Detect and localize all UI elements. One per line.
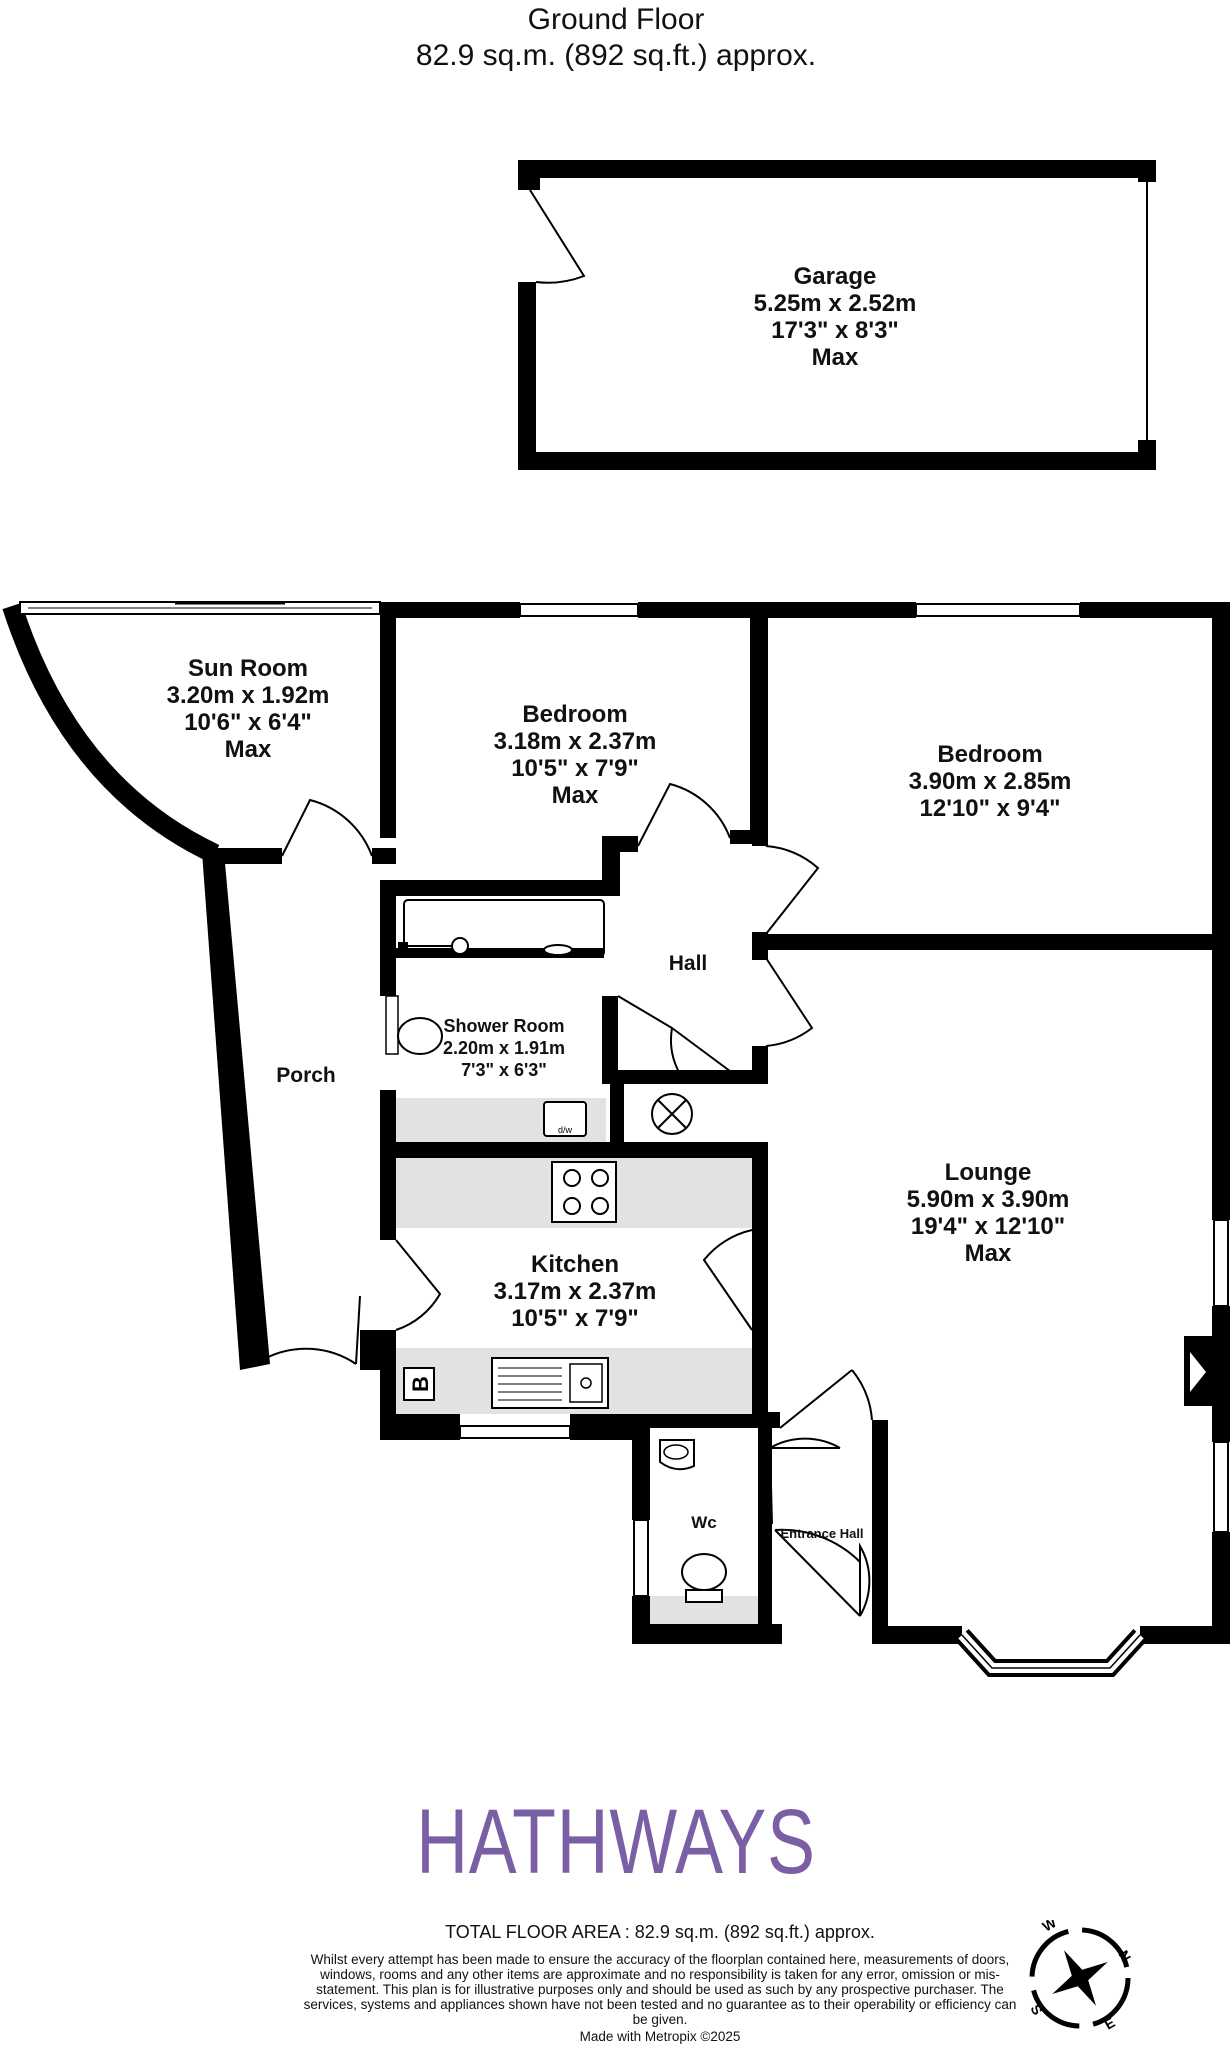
wall-right (1212, 1306, 1230, 1442)
porch-name: Porch (276, 1064, 336, 1087)
compass-ring (1029, 1927, 1131, 2029)
bedroom-1-imperial: 10'5" x 7'9" (511, 755, 639, 782)
garage-name: Garage (794, 263, 877, 290)
garage: Garage 5.25m x 2.52m 17'3" x 8'3" Max (518, 160, 1156, 470)
garage-side-door (529, 189, 586, 284)
lounge-note: Max (965, 1240, 1012, 1267)
dishwasher-label: d/w (558, 1125, 573, 1135)
bedroom-1-metric: 3.18m x 2.37m (494, 728, 657, 755)
sun-room-note: Max (225, 736, 272, 763)
compass-e: E (1102, 2014, 1118, 2033)
garage-wall-corner (1138, 160, 1156, 182)
hall-name: Hall (669, 952, 708, 975)
wall-bottom (632, 1624, 782, 1644)
wall-porch-right (380, 602, 396, 838)
garage-wall-top (518, 160, 1140, 178)
shower-tray-icon (403, 899, 605, 957)
wall-lounge-left (872, 1420, 888, 1644)
floor-plan: Garage 5.25m x 2.52m 17'3" x 8'3" Max (2, 160, 1230, 1677)
bedroom-1-note: Max (552, 782, 599, 809)
lounge-window (1213, 1219, 1229, 1307)
wall-shower-right (602, 996, 618, 1078)
lounge-name: Lounge (945, 1159, 1032, 1186)
bedroom-1-name: Bedroom (522, 701, 627, 728)
garage-wall-corner (1138, 440, 1156, 470)
wall-kitchen-bottom (632, 1412, 780, 1428)
kitchen-window (459, 1425, 571, 1439)
entrance-hall-name: Entrance Hall (780, 1526, 863, 1541)
shower-room-door (617, 995, 681, 1075)
bedroom-window (519, 603, 639, 617)
shower-room-imperial: 7'3" x 6'3" (461, 1060, 547, 1080)
made-with-text: Made with Metropix ©2025 (579, 2029, 741, 2044)
wc-window (633, 1519, 649, 1597)
garage-note: Max (812, 344, 859, 371)
wall-bottom (1140, 1626, 1230, 1644)
porch-door (265, 1347, 357, 1365)
sun-room-metric: 3.20m x 1.92m (167, 682, 330, 709)
wall-wc-right (758, 1428, 772, 1644)
bedroom-2-door (765, 845, 820, 935)
room-labels: Sun Room 3.20m x 1.92m 10'6" x 6'4" Max … (167, 655, 1072, 1541)
compass-s: S (1027, 2002, 1046, 2018)
lounge-metric: 5.90m x 3.90m (907, 1186, 1070, 1213)
wall-shower-kitchen (380, 1142, 768, 1158)
garage-wall-bottom (518, 452, 1140, 470)
wall-right (1212, 1532, 1230, 1644)
sun-room-curved-wall (2, 602, 220, 864)
bay-window (961, 1634, 1141, 1669)
wall-sun-room-bottom (204, 848, 282, 864)
kitchen-door (395, 1239, 442, 1331)
sun-room-imperial: 10'6" x 6'4" (184, 709, 312, 736)
kitchen-metric: 3.17m x 2.37m (494, 1278, 657, 1305)
shower-window (385, 995, 399, 1055)
lounge-door (779, 1369, 853, 1429)
floor-area: 82.9 sq.m. (892 sq.ft.) approx. (415, 39, 817, 72)
wall-right (1212, 602, 1230, 1220)
shower-room-name: Shower Room (443, 1016, 564, 1036)
shower-room-metric: 2.20m x 1.91m (443, 1038, 565, 1058)
garage-wall-left (518, 282, 536, 470)
house: d/w B (2, 601, 1230, 1677)
bedroom-2-name: Bedroom (937, 741, 1042, 768)
shower-toilet-icon (397, 1017, 443, 1055)
bedroom-door (637, 782, 731, 847)
compass-w: W (1040, 1920, 1060, 1935)
wall-top (1080, 602, 1230, 618)
wall-bedroom-bottom (380, 880, 612, 896)
floor-name: Ground Floor (527, 3, 705, 36)
wc-name: Wc (691, 1513, 717, 1532)
hob-icon (551, 1161, 617, 1223)
disclaimer-text: Whilst every attempt has been made to en… (303, 1952, 1017, 2027)
boiler-label: B (408, 1376, 433, 1392)
brand-logo: HATHWAYS (416, 1791, 816, 1893)
compass-icon: N E S W (1027, 1920, 1134, 2033)
compass-star (1052, 1950, 1108, 2006)
lounge-hall-door (765, 957, 814, 1047)
garage-metric: 5.25m x 2.52m (754, 290, 917, 317)
wall-top (638, 602, 916, 618)
shower-basin-icon (543, 1101, 587, 1137)
kitchen-imperial: 10'5" x 7'9" (511, 1305, 639, 1332)
wall-kitchen-bottom (570, 1412, 650, 1440)
wall-bedroom-lounge (766, 934, 1230, 950)
lounge-window (1213, 1441, 1229, 1533)
bedroom-2-imperial: 12'10" x 9'4" (920, 795, 1061, 822)
toilet-icon (681, 1553, 727, 1591)
sun-room-door (281, 798, 373, 857)
kitchen-hall-door (702, 1229, 753, 1331)
entrance-door (859, 1542, 871, 1617)
boiler-icon (403, 1367, 435, 1401)
wall-top (380, 602, 520, 618)
total-floor-area: TOTAL FLOOR AREA : 82.9 sq.m. (892 sq.ft… (445, 1922, 875, 1942)
kitchen-name: Kitchen (531, 1251, 619, 1278)
sun-room-name: Sun Room (188, 655, 308, 682)
bedroom-window (915, 603, 1081, 617)
garage-imperial: 17'3" x 8'3" (771, 317, 899, 344)
bedroom-2-metric: 3.90m x 2.85m (909, 768, 1072, 795)
lounge-imperial: 19'4" x 12'10" (911, 1213, 1065, 1240)
wall-wc-left (632, 1420, 650, 1520)
wall-bottom (872, 1626, 962, 1644)
wall-porch-left (202, 852, 270, 1370)
